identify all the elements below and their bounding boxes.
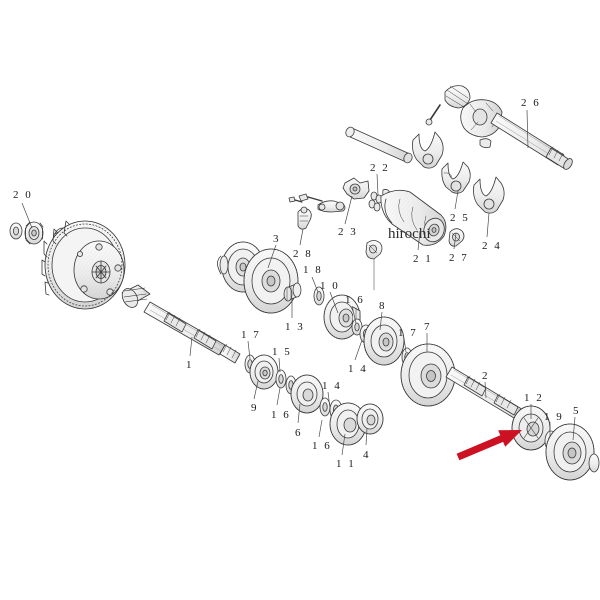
leader-line [311, 276, 319, 293]
part-9-gear [249, 354, 279, 390]
part-washer-edge [9, 222, 23, 240]
callout-label-10: 1 0 [320, 280, 340, 292]
leader-line [253, 380, 259, 400]
part-bolt-tiny [288, 196, 303, 203]
leader-line [484, 381, 487, 399]
leader-line [379, 311, 383, 331]
leader-line [318, 419, 323, 438]
callout-label-5: 5 [573, 405, 581, 417]
leader-line [341, 433, 346, 456]
leader-line [453, 232, 457, 250]
red-highlight-arrow [456, 430, 522, 461]
part-12-gear-highlighted [511, 405, 551, 451]
leader-line [365, 427, 368, 446]
part-25-shift-fork [441, 161, 471, 194]
callout-label-23: 2 3 [338, 226, 358, 238]
leader-line [299, 228, 304, 246]
part-bolt-small [298, 193, 323, 202]
leader-line [572, 416, 576, 441]
leader-line [403, 337, 407, 353]
leader-line [329, 291, 339, 314]
leader-line [486, 212, 490, 238]
callout-label-25: 2 5 [450, 212, 470, 224]
part-15-washer [275, 369, 287, 389]
part-10-gear [323, 294, 361, 340]
part-18-washer [313, 286, 325, 306]
arrow-shape [456, 430, 522, 461]
callout-label-8: 8 [379, 300, 387, 312]
part-13-bushing [283, 282, 302, 302]
callout-label-17: 1 7 [241, 329, 261, 341]
leader-line [247, 340, 251, 360]
part-5-output-gear [545, 423, 600, 481]
leader-line [278, 357, 281, 373]
leader-line [327, 391, 331, 409]
callout-label-12: 1 2 [524, 392, 544, 404]
part-22-fork-shaft [345, 126, 413, 164]
watermark-text: hirochi [388, 226, 431, 242]
callout-label-1: 1 [186, 359, 194, 371]
leader-line [189, 336, 193, 357]
part-6-gear [290, 374, 324, 414]
callout-label-28: 2 8 [293, 248, 313, 260]
callout-label-13: 1 3 [285, 321, 305, 333]
part-28-shift-arm [297, 206, 312, 230]
part-3-gear-cluster [217, 241, 299, 314]
callout-label-20: 2 0 [13, 189, 33, 201]
callout-label-17: 1 7 [398, 327, 418, 339]
callout-label-26: 2 6 [521, 97, 541, 109]
leader-line [526, 109, 529, 149]
leader-line [376, 173, 379, 196]
callout-label-21: 2 1 [413, 253, 433, 265]
part-23-shift-cam-plate [342, 177, 370, 200]
part-24-shift-fork [473, 176, 505, 214]
part-return-spring-assembly [425, 85, 471, 126]
callout-label-19: 1 9 [544, 411, 564, 423]
part-1-mainshaft [121, 284, 241, 364]
part-26-shift-spindle [460, 99, 573, 170]
callout-label-2: 2 [482, 370, 490, 382]
callout-label-6: 6 [295, 427, 303, 439]
leader-line [351, 305, 357, 324]
leader-line [297, 403, 301, 424]
callout-label-15: 1 5 [272, 346, 292, 358]
callout-label-16: 1 6 [312, 440, 332, 452]
leader-line [276, 387, 281, 406]
part-clutch-basket [41, 220, 126, 310]
leader-line [454, 190, 459, 210]
callout-label-18: 1 8 [303, 264, 323, 276]
callout-label-16: 1 6 [271, 409, 291, 421]
leader-line [21, 202, 33, 229]
callout-label-22: 2 2 [370, 162, 390, 174]
callout-label-16: 1 6 [345, 294, 365, 306]
part-link-arm [317, 200, 346, 213]
callout-label-11: 1 1 [336, 458, 356, 470]
leader-line [354, 339, 363, 361]
callout-label-9: 9 [251, 402, 259, 414]
leader-line [417, 230, 421, 251]
callout-label-27: 2 7 [449, 252, 469, 264]
leader-line [267, 244, 277, 269]
part-16-washer [351, 318, 363, 336]
part-shift-fork-upper [412, 131, 444, 169]
part-27-guide-pin [448, 228, 465, 247]
callout-label-24: 2 4 [482, 240, 502, 252]
part-8-gear [363, 316, 405, 366]
part-4-gear [356, 403, 384, 435]
part-20-nut [24, 221, 44, 245]
leader-line [344, 195, 353, 225]
part-detent-arm [365, 240, 383, 291]
callout-label-7: 7 [424, 321, 432, 333]
callout-label-14: 1 4 [322, 380, 342, 392]
callout-label-14: 1 4 [348, 363, 368, 375]
part-16-washer-3 [319, 397, 331, 417]
callout-label-3: 3 [273, 233, 281, 245]
part-21-shift-drum [380, 189, 447, 246]
callout-label-4: 4 [363, 449, 371, 461]
